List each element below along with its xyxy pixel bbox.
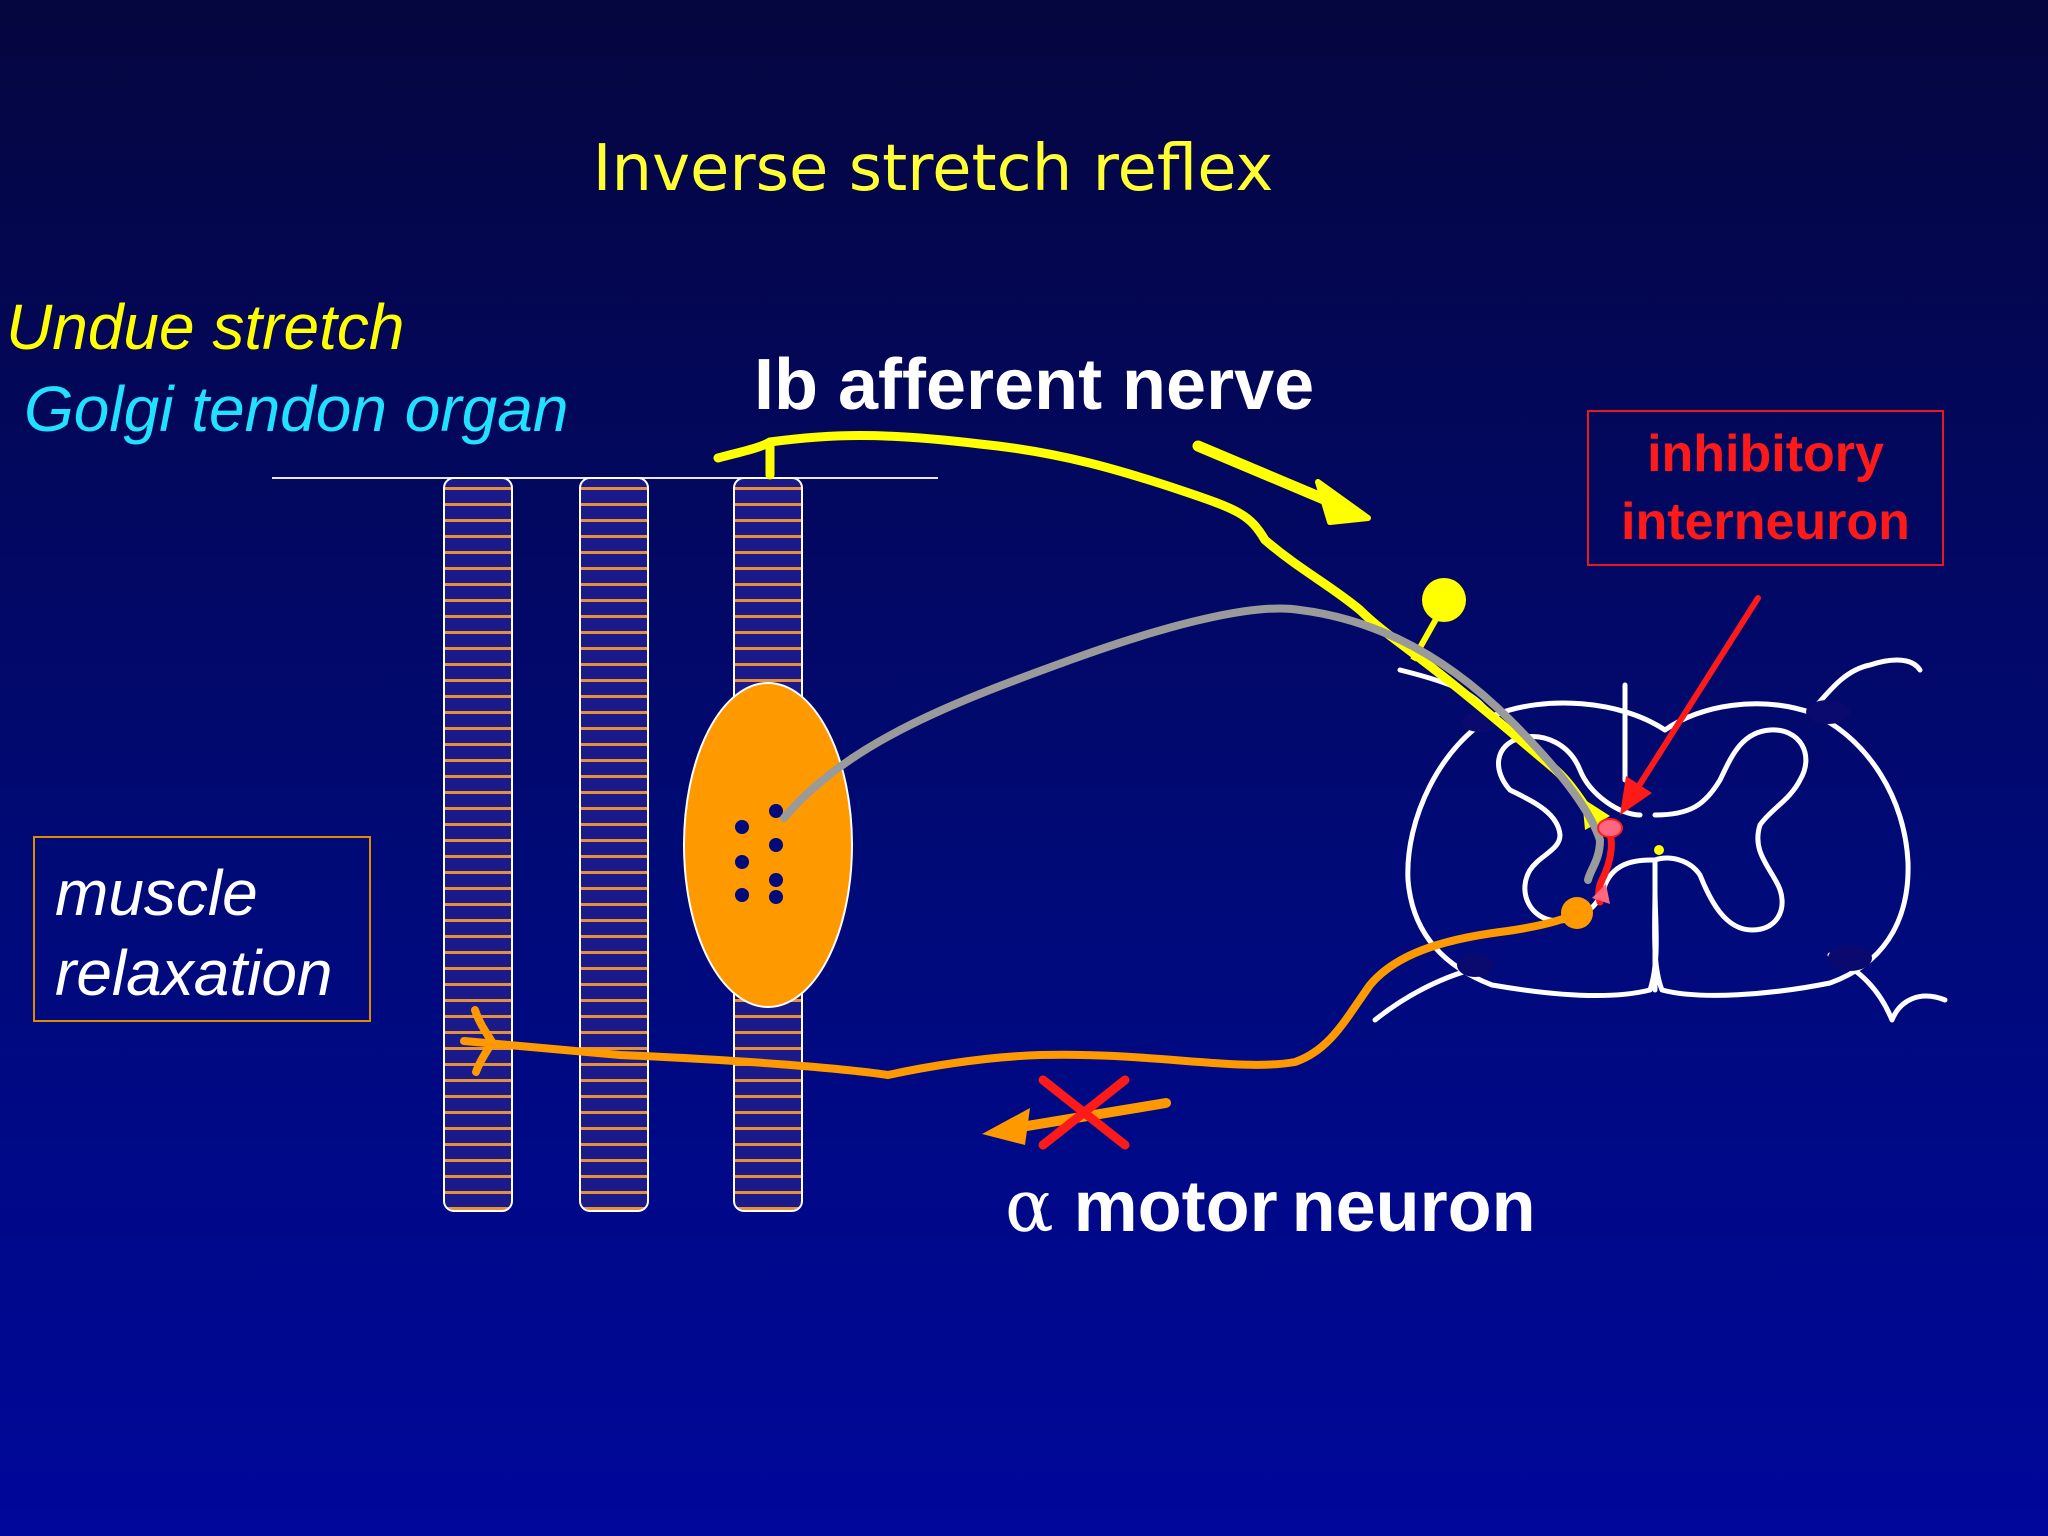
root-ganglia (1457, 700, 1872, 977)
grey-matter-left (1496, 734, 1658, 924)
muscle-fibers (443, 477, 803, 1212)
afferent-ending (713, 437, 775, 480)
muscle-relaxation-label: muscle relaxation (33, 836, 371, 1022)
golgi-organ-dots (735, 804, 783, 904)
neuron-word: neuron (1291, 1167, 1536, 1247)
muscle-fiber-2 (579, 477, 649, 1212)
interneuron-soma (1597, 818, 1623, 838)
block-mark-icon (1038, 1075, 1130, 1150)
ib-afferent-nerve (713, 431, 1603, 827)
afferent-direction-arrow (1192, 440, 1371, 525)
ib-afferent-nerve-label: Ib afferent nerve (754, 345, 1315, 425)
central-canal (1654, 845, 1664, 855)
inhibitory-interneuron-line1: inhibitory (1647, 425, 1884, 483)
interneuron-terminal-icon (1592, 884, 1610, 904)
alpha-symbol: α (1005, 1164, 1054, 1248)
motor-neuron-axon (460, 909, 1581, 1080)
golgi-tendon-organ-label: Golgi tendon organ (24, 373, 569, 445)
muscle-fiber-1 (443, 477, 513, 1212)
golgi-tendon-organ (683, 682, 853, 1008)
motor-end-plate (471, 1006, 497, 1076)
inhibitory-interneuron-label: inhibitory interneuron (1587, 410, 1944, 566)
dorsal-root-right (1807, 657, 1923, 716)
diagram-title: Inverse stretch reflex (592, 132, 1274, 206)
afferent-soma (1422, 578, 1466, 622)
motor-word: motor (1073, 1167, 1278, 1247)
interneuron-pointer-arrow (1620, 595, 1761, 815)
golgi-organ-capsule (683, 682, 853, 1008)
undue-stretch-label: Undue stretch (6, 291, 405, 363)
afferent-axon (765, 431, 1603, 827)
muscle-relaxation-line1: muscle (55, 857, 258, 929)
collateral-fiber (780, 604, 1605, 884)
grey-matter-right (1652, 727, 1809, 933)
inhibitory-interneuron-line2: interneuron (1621, 493, 1910, 551)
muscle-relaxation-line2: relaxation (55, 937, 333, 1009)
